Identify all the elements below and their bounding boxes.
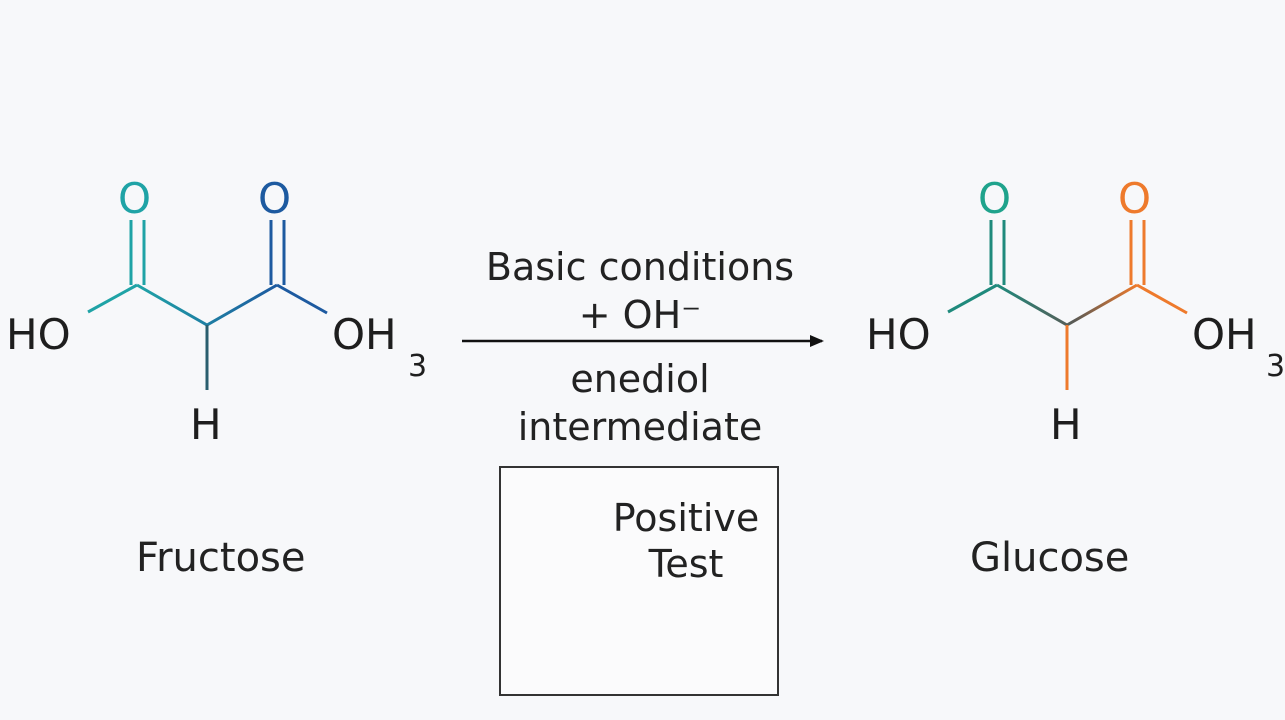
test-label-line-1: Positive	[612, 496, 760, 540]
test-label-line-2: Test	[648, 542, 724, 586]
positive-test-box	[499, 466, 779, 696]
intermediate-line-1: enediol	[570, 357, 710, 401]
glucose-backbone	[996, 283, 1138, 327]
glucose-oh-bond	[1136, 283, 1188, 315]
intermediate-line-2: intermediate	[517, 405, 763, 449]
glucose-ho-bond	[947, 283, 998, 314]
fructose-ho-label: HO	[6, 310, 71, 359]
glucose-ho-label: HO	[866, 310, 931, 359]
fructose-bonds	[87, 220, 328, 390]
glucose-h-label: H	[1050, 400, 1082, 449]
fructose-ho-bond	[87, 283, 138, 314]
glucose-oxygen-left: O	[978, 174, 1012, 223]
glucose-name: Glucose	[970, 535, 1130, 581]
fructose-name: Fructose	[136, 535, 306, 581]
condition-line-2: + OH⁻	[578, 293, 702, 337]
fructose-oh-bond	[276, 283, 328, 315]
fructose-oh-label: OH	[332, 310, 397, 359]
fructose-subscript: 3	[408, 349, 428, 384]
glucose-oxygen-right: O	[1118, 174, 1152, 223]
glucose-oh-label: OH	[1192, 310, 1257, 359]
fructose-backbone	[136, 283, 278, 327]
fructose-h-label: H	[190, 400, 222, 449]
glucose-bonds	[947, 220, 1188, 390]
condition-line-1: Basic conditions	[485, 245, 795, 289]
fructose-oxygen-right: O	[258, 174, 292, 223]
glucose-subscript: 3	[1266, 349, 1285, 384]
fructose-oxygen-left: O	[118, 174, 152, 223]
